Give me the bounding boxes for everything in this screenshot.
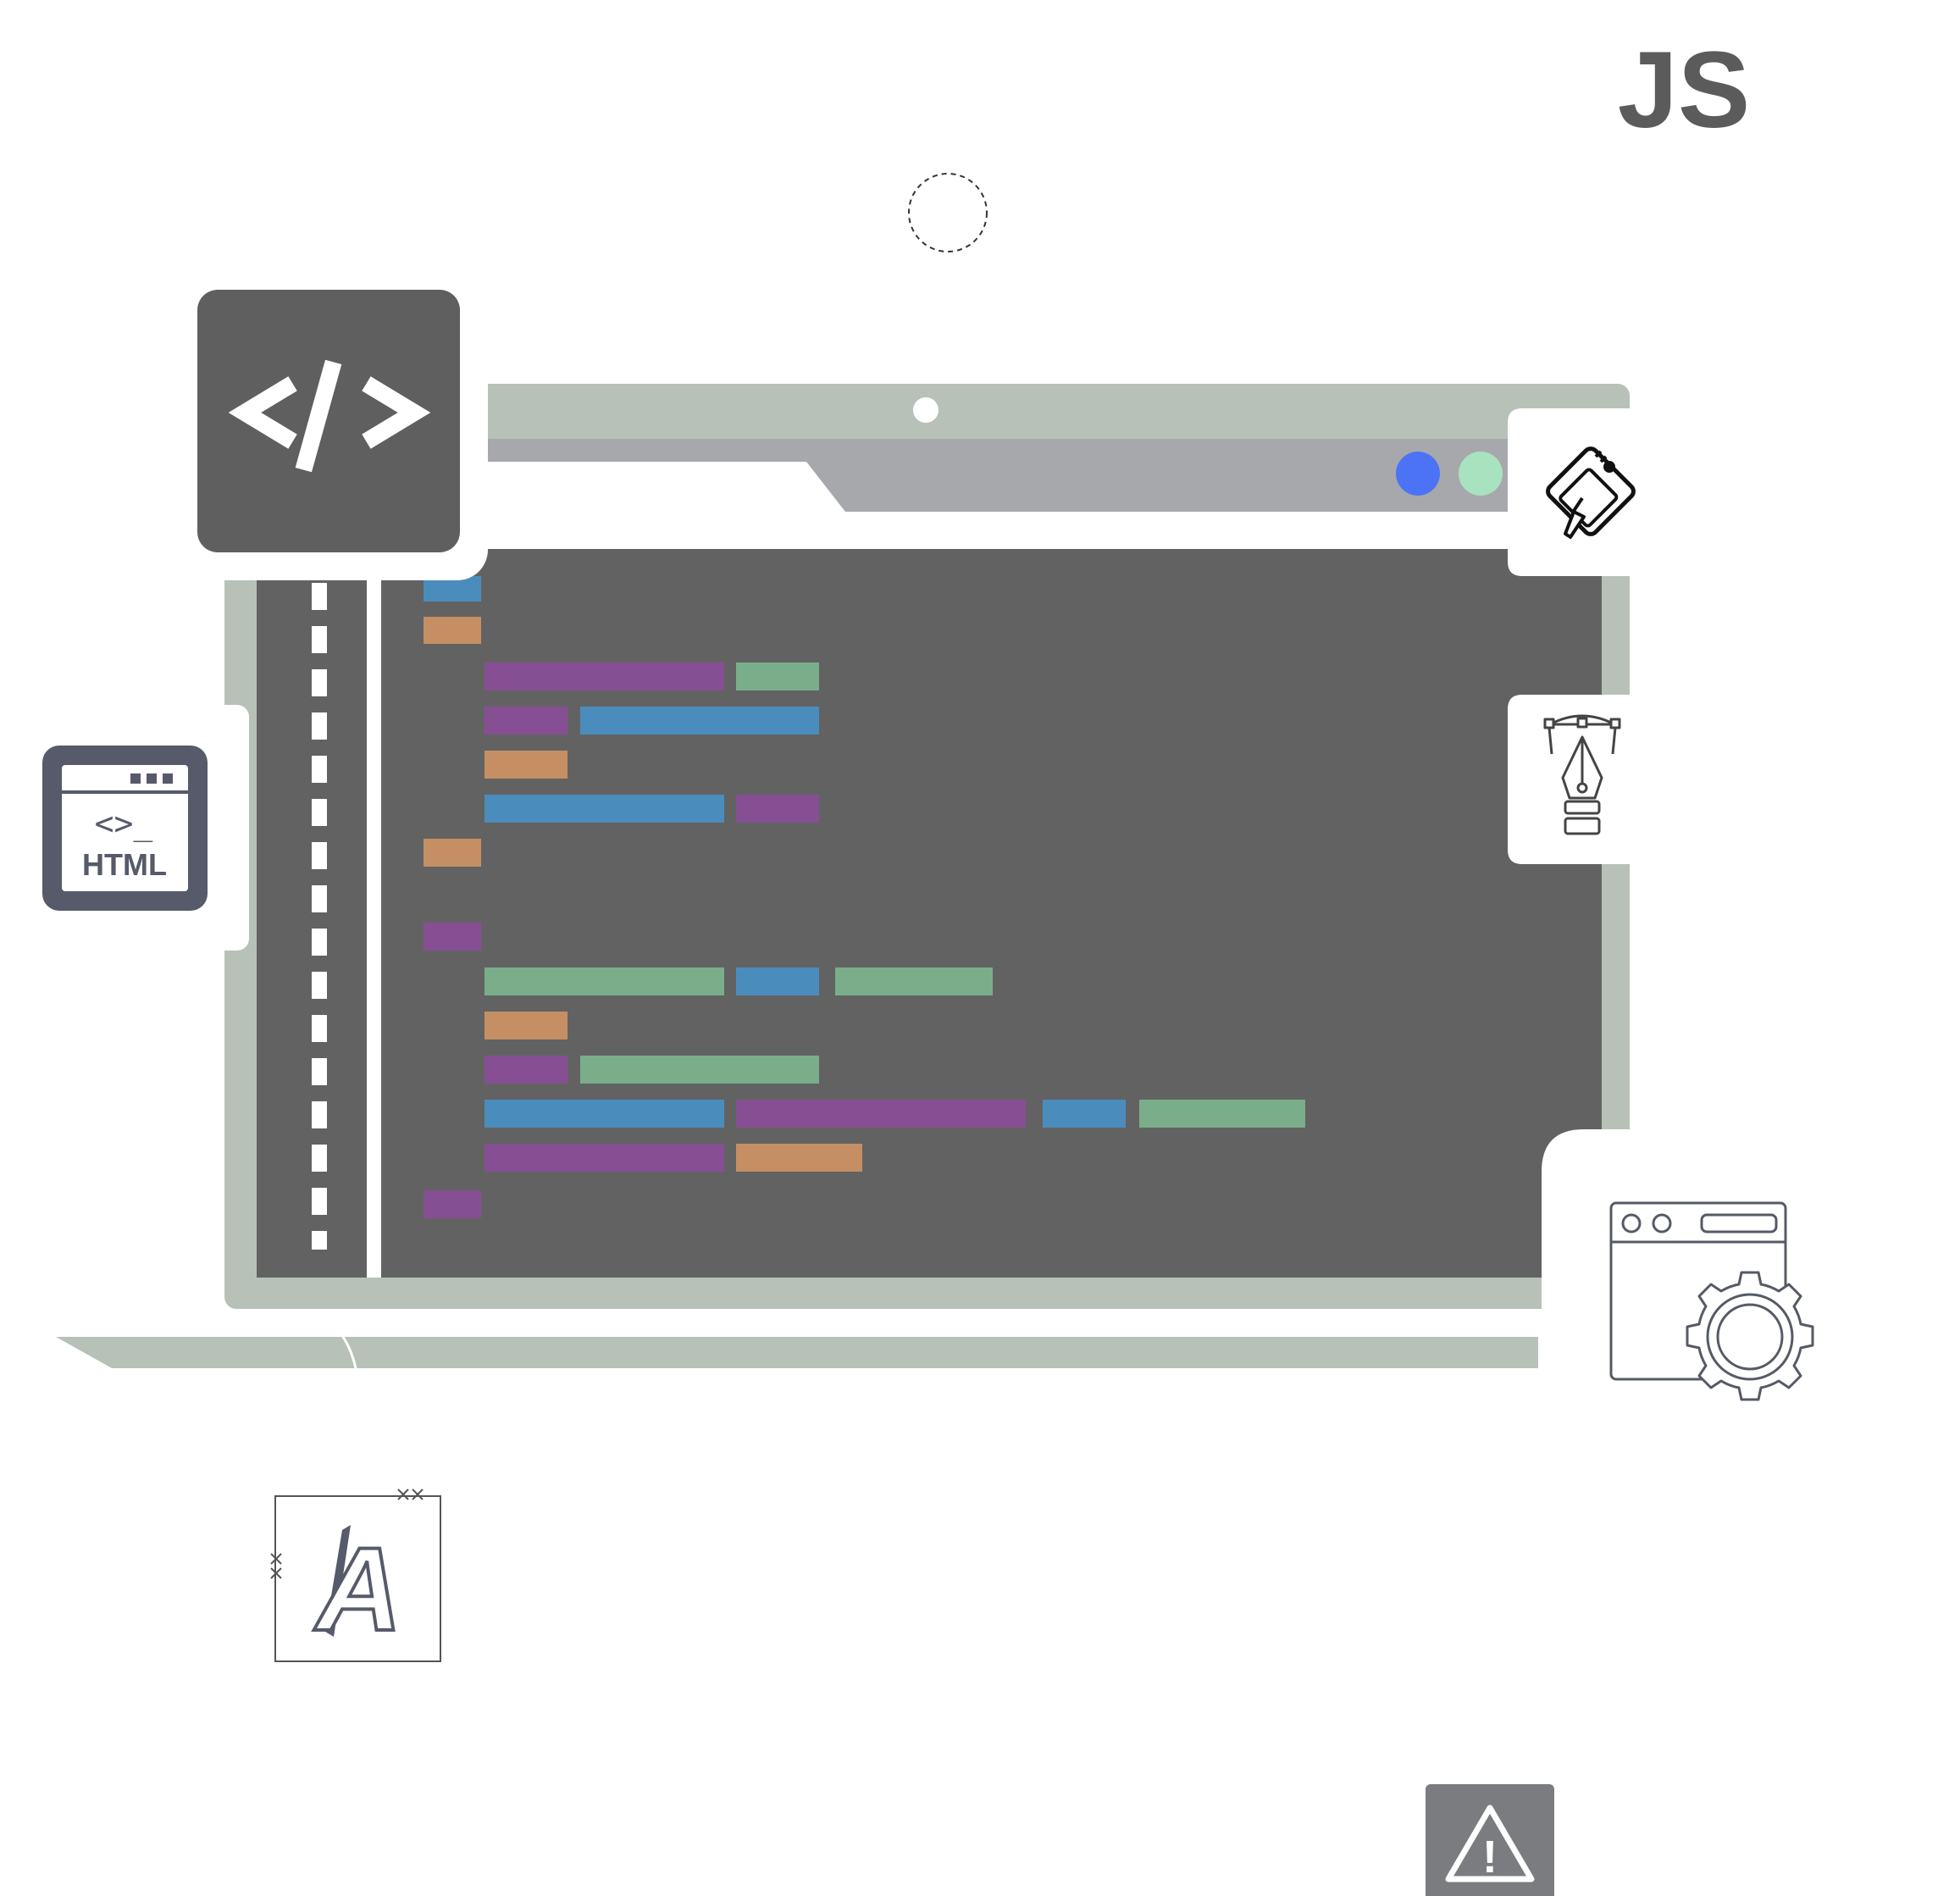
warning-icon: !	[1445, 1805, 1535, 1882]
html-window-dot	[163, 773, 173, 784]
font-3d-icon: A	[270, 1489, 441, 1662]
window-dot-blue[interactable]	[1396, 452, 1440, 496]
code-token	[736, 795, 819, 823]
editor-area	[257, 549, 1602, 1278]
font-letter: A	[313, 1522, 401, 1655]
code-token	[484, 967, 724, 995]
html-window-dot	[147, 773, 157, 784]
pen-tool-icon	[1543, 714, 1621, 835]
dashed-circle	[908, 173, 988, 252]
warning-mark: !	[1482, 1832, 1498, 1882]
laptop-base	[56, 1337, 1538, 1368]
code-token	[835, 967, 993, 995]
html-window	[62, 765, 188, 891]
html-label: HTML	[82, 847, 167, 882]
laptop-camera	[913, 397, 938, 423]
drawing-tablet-icon	[1546, 446, 1636, 539]
code-token	[484, 795, 724, 823]
html-tab-backing	[195, 705, 249, 951]
settings-tile	[1542, 1129, 1631, 1389]
code-token	[484, 1056, 568, 1084]
code-token	[484, 662, 724, 690]
browser-settings-icon	[1609, 1201, 1814, 1401]
code-token	[484, 751, 568, 779]
code-tile	[197, 290, 460, 552]
code-token	[424, 839, 481, 867]
code-token	[424, 923, 481, 951]
code-token	[736, 1144, 862, 1172]
code-token	[1139, 1100, 1305, 1128]
code-brackets-icon	[228, 359, 431, 473]
code-token	[736, 1100, 1026, 1128]
code-token	[484, 1100, 724, 1128]
code-token	[580, 707, 819, 735]
code-token	[424, 1190, 481, 1218]
code-token	[484, 707, 568, 735]
window-dot-green[interactable]	[1459, 452, 1503, 496]
code-token	[736, 662, 819, 690]
js-logo-icon: JS	[1618, 30, 1751, 151]
html-prompt-text: <>_	[95, 805, 153, 843]
code-lines	[424, 576, 1305, 1218]
code-token	[424, 617, 481, 644]
code-token	[736, 967, 819, 995]
code-token	[484, 1144, 724, 1172]
code-token	[484, 1012, 568, 1039]
html-window-dot	[130, 773, 141, 784]
code-token	[580, 1056, 819, 1084]
code-token	[1043, 1100, 1126, 1128]
gutter-divider	[367, 549, 381, 1278]
